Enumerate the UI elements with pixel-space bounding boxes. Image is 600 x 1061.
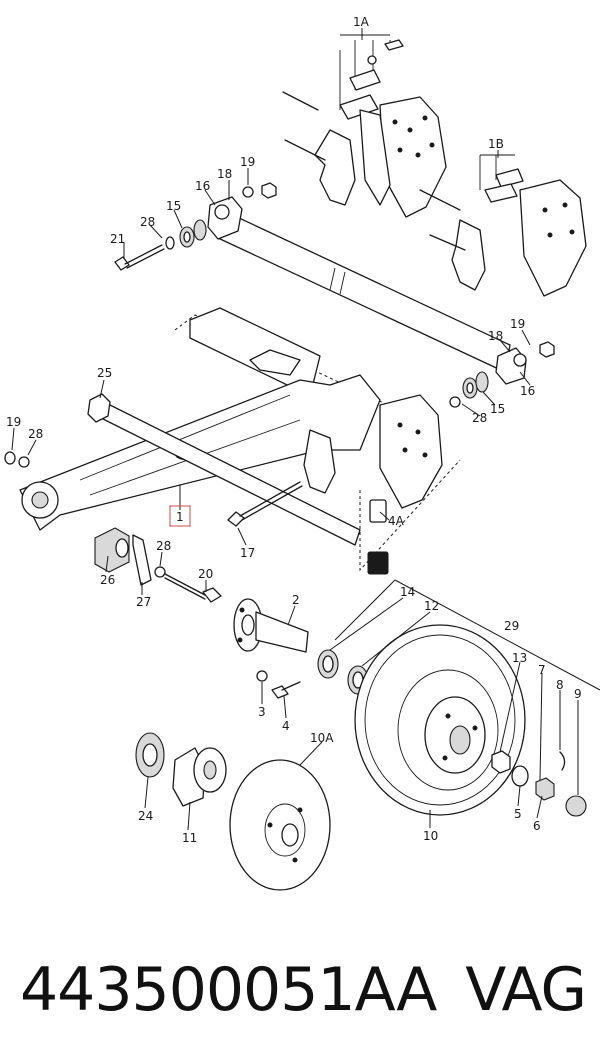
callout-24: 24 xyxy=(138,809,153,823)
brake-drum xyxy=(354,624,526,816)
callout-19c: 19 xyxy=(6,415,21,429)
callout-15b: 15 xyxy=(490,402,505,416)
left-track-bar-hardware xyxy=(114,182,277,271)
callout-16a: 16 xyxy=(195,179,210,193)
callout-1-highlight xyxy=(169,505,191,527)
callout-4: 4 xyxy=(282,719,290,733)
callout-17: 17 xyxy=(240,546,255,560)
callout-8: 8 xyxy=(556,678,564,692)
callout-11: 11 xyxy=(182,831,197,845)
callout-28a: 28 xyxy=(140,215,155,229)
callout-1: 1 xyxy=(176,510,184,524)
long-bolt xyxy=(227,481,303,527)
callout-28b: 28 xyxy=(472,411,487,425)
mounting-bracket-1B xyxy=(419,154,587,297)
callout-29: 29 xyxy=(504,619,519,633)
callout-21: 21 xyxy=(110,232,125,246)
callout-18b: 18 xyxy=(488,329,503,343)
callout-3: 3 xyxy=(258,705,266,719)
callout-18a: 18 xyxy=(217,167,232,181)
mounting-bracket-1A xyxy=(282,34,447,218)
callout-10: 10 xyxy=(423,829,438,843)
part-number: 443500051AA xyxy=(20,955,437,1025)
drum-hardware xyxy=(491,750,587,817)
stub-axle xyxy=(233,598,309,699)
right-track-bar-hardware xyxy=(449,341,555,408)
callout-6: 6 xyxy=(533,819,541,833)
callout-5: 5 xyxy=(514,807,522,821)
callout-26: 26 xyxy=(100,573,115,587)
callout-28d: 28 xyxy=(156,539,171,553)
track-bar xyxy=(207,196,527,385)
callout-19b: 19 xyxy=(510,317,525,331)
callout-19a: 19 xyxy=(240,155,255,169)
callout-25: 25 xyxy=(97,366,112,380)
callout-2: 2 xyxy=(292,593,300,607)
callout-1A: 1A xyxy=(353,15,370,29)
callout-15a: 15 xyxy=(166,199,181,213)
callout-16b: 16 xyxy=(520,384,535,398)
rear-axle-beam xyxy=(19,307,461,575)
callout-13: 13 xyxy=(512,651,527,665)
callout-27: 27 xyxy=(136,595,151,609)
callout-20: 20 xyxy=(198,567,213,581)
callout-28c: 28 xyxy=(28,427,43,441)
rubber-mount-assembly xyxy=(4,451,222,603)
callout-4A: 4A xyxy=(388,514,405,528)
callout-12: 12 xyxy=(424,599,439,613)
callout-labels: 1A 1B 19 18 16 15 28 21 19 18 16 15 28 2… xyxy=(6,15,582,845)
callout-14: 14 xyxy=(400,585,415,599)
brand-name: VAG xyxy=(465,955,587,1025)
callout-1B: 1B xyxy=(488,137,504,151)
brake-disc xyxy=(229,759,331,891)
callout-10A: 10A xyxy=(310,731,334,745)
leader-lines xyxy=(11,28,579,831)
wheel-hub xyxy=(135,732,227,807)
callout-9: 9 xyxy=(574,687,582,701)
callout-7: 7 xyxy=(538,663,546,677)
part-info-footer: 443500051AA VAG xyxy=(0,935,600,1045)
